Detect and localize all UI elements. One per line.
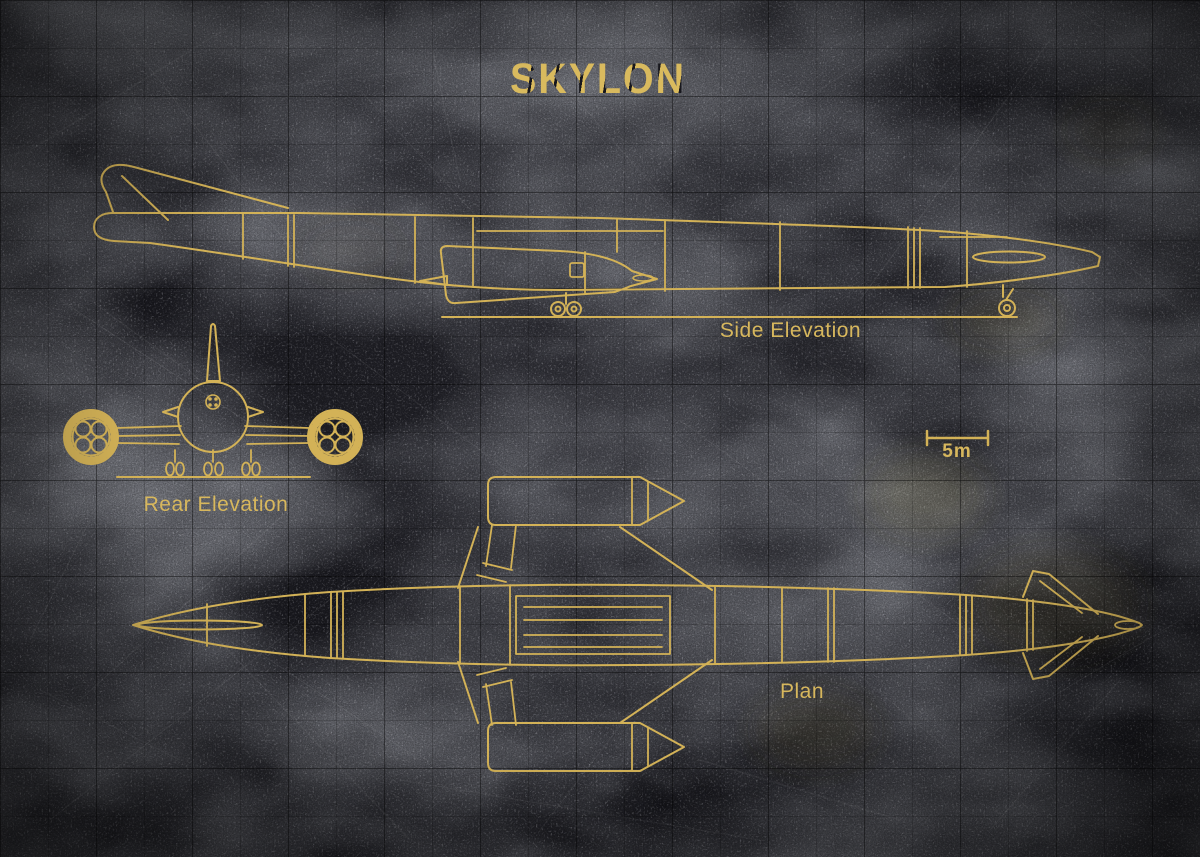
side-nacelle-hatch <box>569 262 585 278</box>
rear-hub-circle <box>205 394 221 410</box>
side-nose-landing-gear <box>998 284 1016 317</box>
rear-fuselage-circle <box>177 381 249 453</box>
plan-view-drawing <box>132 476 1143 772</box>
plan-view-label: Plan <box>779 680 825 703</box>
plan-nose-tip <box>1114 620 1142 630</box>
poster-title: SKYLON <box>460 58 736 101</box>
rear-landing-gear <box>165 449 261 477</box>
side-panel-lines <box>242 213 1008 292</box>
plan-canards <box>1022 570 1099 680</box>
side-fuselage <box>93 212 1101 291</box>
rear-left-strake <box>162 406 179 418</box>
side-tail-fin <box>100 163 289 213</box>
rear-elevation-label: Rear Elevation <box>143 493 289 516</box>
plan-top-wing <box>457 524 713 591</box>
rear-wing-lines <box>115 425 311 445</box>
plan-panel-lines <box>206 584 1034 666</box>
side-elevation-drawing <box>93 163 1101 318</box>
plan-payload-bay <box>515 595 671 655</box>
rear-right-engine-nacelle <box>307 409 363 465</box>
rear-left-engine-nacelle <box>63 409 119 465</box>
scale-bar-label: 5m <box>942 441 972 462</box>
plan-bottom-engine-nacelle <box>487 722 685 772</box>
side-elevation-label: Side Elevation <box>719 319 862 342</box>
plan-tail-fin-top-view <box>137 619 263 631</box>
rear-hub-dots <box>208 397 218 407</box>
rear-tail-fin <box>206 323 221 382</box>
rear-right-strake <box>247 406 264 418</box>
plan-top-engine-nacelle <box>487 476 685 526</box>
rear-elevation-drawing <box>63 323 363 478</box>
plan-bottom-wing <box>457 659 713 726</box>
side-intake-cone <box>632 274 654 282</box>
side-canard-foreplane <box>972 250 1046 264</box>
